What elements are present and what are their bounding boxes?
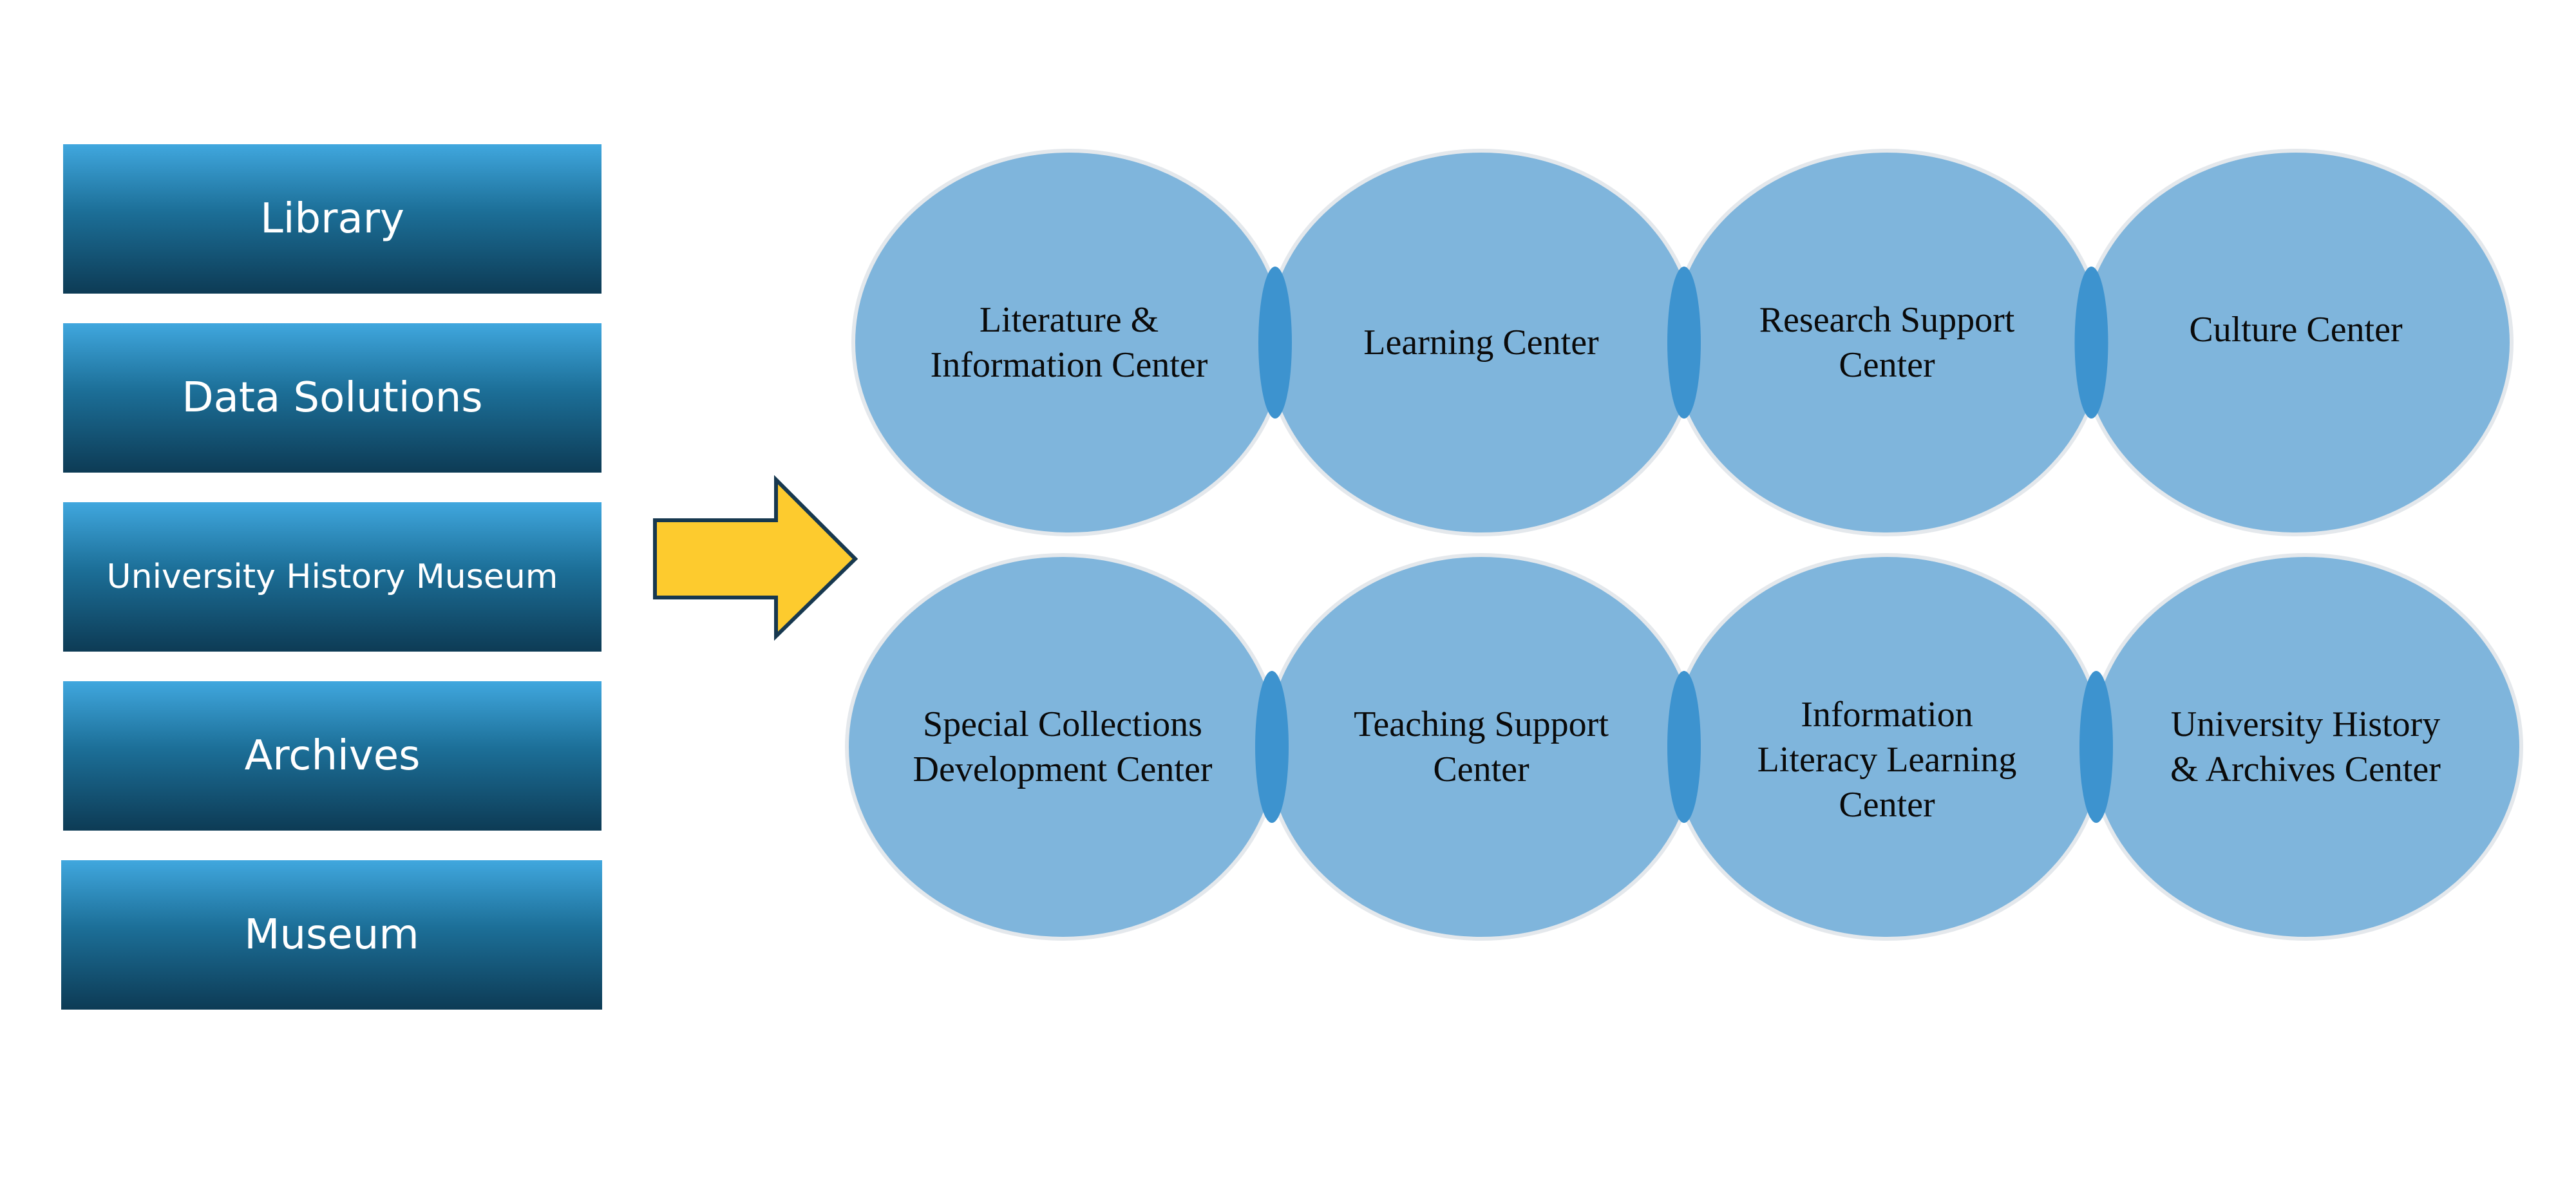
source-box-museum: Museum <box>61 860 602 1010</box>
center-circle <box>845 553 1280 941</box>
circle-overlap <box>1255 671 1289 823</box>
center-circle <box>2088 553 2523 941</box>
circle-overlap <box>1667 267 1701 419</box>
circle-overlap <box>2074 267 2108 419</box>
circle-overlap <box>1667 671 1701 823</box>
source-box-archives: Archives <box>63 681 601 831</box>
circle-overlap <box>2079 671 2113 823</box>
center-label: Culture Center <box>2189 310 2403 350</box>
center-label: Literature &Information Center <box>931 300 1208 385</box>
source-box-library: Library <box>63 144 601 294</box>
center-label: University History& Archives Center <box>2170 704 2441 789</box>
center-circle <box>1264 553 1699 941</box>
center-label: Learning Center <box>1363 323 1599 363</box>
arrow-icon <box>653 475 858 641</box>
source-box-university-history-museum: University History Museum <box>63 502 601 652</box>
circle-overlap <box>1258 267 1292 419</box>
source-box-data-solutions: Data Solutions <box>63 323 601 473</box>
center-circle <box>1669 149 2105 536</box>
center-circle <box>851 149 1287 536</box>
